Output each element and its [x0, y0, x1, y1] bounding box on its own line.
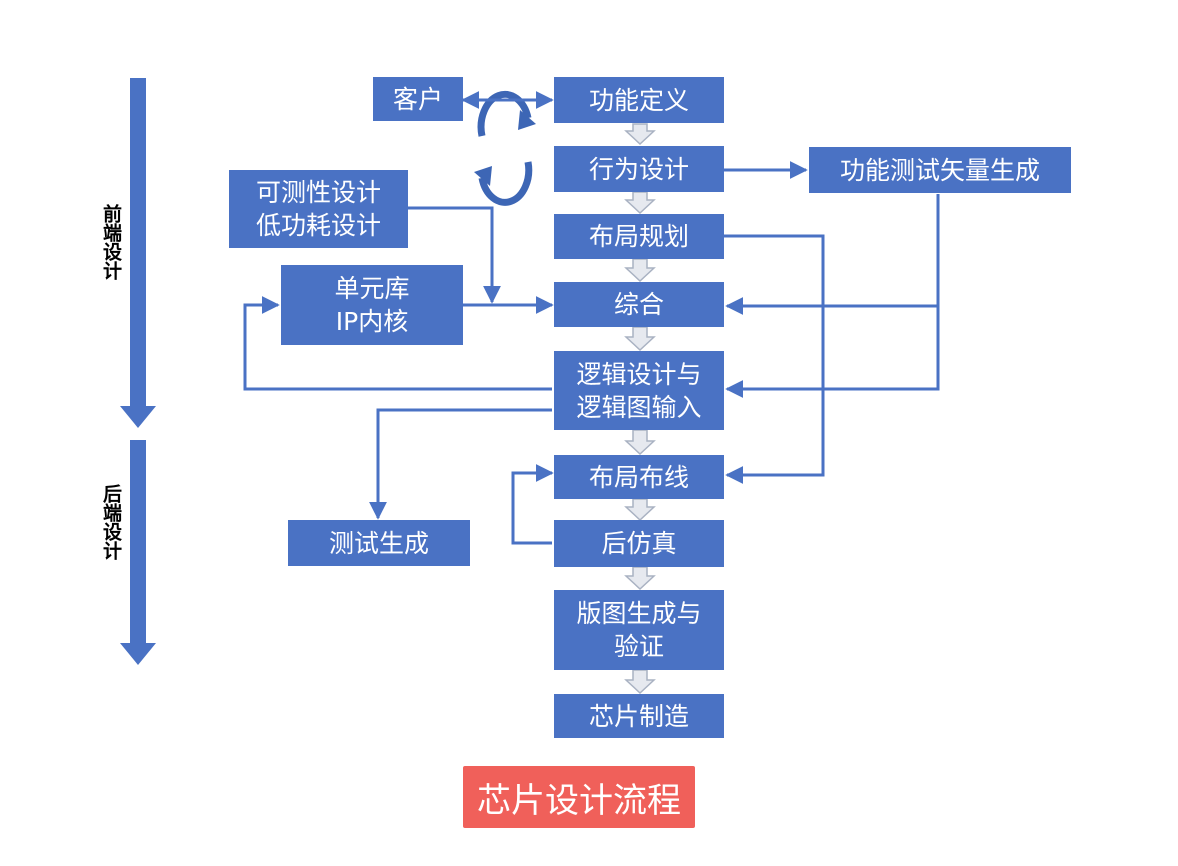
- dft-label: 可测性设计: [255, 178, 381, 207]
- down-arrow-6: [624, 498, 656, 522]
- down-arrow-5: [624, 429, 656, 456]
- place-and-route-label: 布局布线: [588, 462, 689, 492]
- ip-core-label: IP内核: [335, 307, 409, 336]
- chip-fabrication-label: 芯片制造: [588, 701, 689, 731]
- front-stage-arrow: [120, 78, 156, 428]
- down-arrow-2: [624, 191, 656, 215]
- test-generation-box: 测试生成: [288, 520, 470, 566]
- floorplan-label: 布局规划: [588, 222, 689, 251]
- synthesis-label: 综合: [613, 290, 664, 319]
- verification-label: 验证: [613, 632, 664, 661]
- function-definition-label: 功能定义: [588, 85, 689, 115]
- main-flow-down-arrows: [624, 123, 656, 695]
- cell-library-ip-box: 单元库 IP内核: [281, 265, 463, 345]
- down-arrow-8: [624, 669, 656, 695]
- behavior-design-label: 行为设计: [588, 154, 689, 184]
- back-stage-arrow: [120, 440, 156, 665]
- customer-label: 客户: [392, 84, 443, 114]
- function-test-vector-label: 功能测试矢量生成: [839, 155, 1040, 185]
- function-definition-box: 功能定义: [554, 77, 724, 123]
- place-and-route-box: 布局布线: [554, 455, 724, 499]
- behavior-design-box: 行为设计: [554, 146, 724, 192]
- down-arrow-4: [624, 326, 656, 352]
- post-simulation-label: 后仿真: [601, 529, 677, 558]
- customer-box: 客户: [373, 77, 463, 121]
- logic-design-label: 逻辑设计与: [576, 359, 702, 389]
- diagram-caption: 芯片设计流程: [463, 766, 695, 828]
- test-generation-label: 测试生成: [328, 528, 429, 558]
- down-arrow-1: [624, 123, 656, 146]
- synthesis-box: 综合: [554, 282, 724, 327]
- chip-fabrication-box: 芯片制造: [554, 694, 724, 738]
- down-arrow-7: [624, 566, 656, 591]
- cell-library-label: 单元库: [334, 274, 410, 303]
- down-arrow-3: [624, 258, 656, 283]
- layout-generation-label: 版图生成与: [576, 599, 702, 628]
- logic-input-label: 逻辑图输入: [576, 392, 702, 422]
- dft-low-power-box: 可测性设计 低功耗设计: [229, 170, 408, 248]
- front-end-stage-label: 前端设计: [100, 204, 122, 280]
- function-test-vector-box: 功能测试矢量生成: [809, 147, 1071, 193]
- floorplan-box: 布局规划: [554, 214, 724, 259]
- post-simulation-box: 后仿真: [554, 520, 724, 567]
- iteration-cycle-icon: [474, 90, 536, 206]
- back-end-stage-label: 后端设计: [100, 484, 122, 560]
- low-power-label: 低功耗设计: [255, 211, 381, 240]
- layout-verification-box: 版图生成与 验证: [554, 590, 724, 670]
- logic-design-box: 逻辑设计与 逻辑图输入: [554, 351, 724, 430]
